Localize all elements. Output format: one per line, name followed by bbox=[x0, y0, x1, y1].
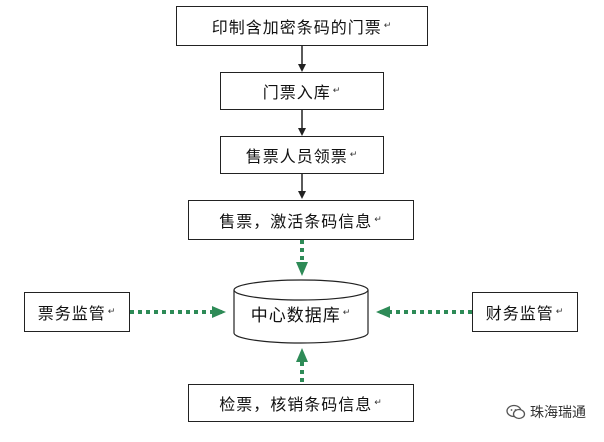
node-print-label: 印制含加密条码的门票 bbox=[211, 18, 382, 37]
node-database-label: 中心数据库 bbox=[250, 305, 341, 326]
watermark-text: 珠海瑞通 bbox=[530, 405, 586, 421]
node-finance-supervision: 财务监管↵ bbox=[472, 292, 578, 332]
node-collect-label: 售票人员领票 bbox=[245, 147, 348, 166]
paragraph-mark: ↵ bbox=[555, 307, 565, 317]
paragraph-mark: ↵ bbox=[342, 308, 352, 318]
node-ticket-stock: 门票入库↵ bbox=[220, 72, 384, 110]
wechat-icon bbox=[506, 404, 526, 420]
paragraph-mark: ↵ bbox=[349, 150, 359, 160]
node-finance-label: 财务监管 bbox=[485, 304, 554, 323]
node-stock-label: 门票入库 bbox=[262, 83, 331, 102]
node-sell-label: 售票，激活条码信息 bbox=[219, 212, 373, 231]
node-ticket-supervision: 票务监管↵ bbox=[24, 292, 130, 332]
node-sell-activate: 售票，激活条码信息↵ bbox=[188, 200, 414, 240]
watermark: 珠海瑞通 bbox=[506, 402, 586, 422]
node-check-label: 检票，核销条码信息 bbox=[219, 395, 373, 414]
node-collect-tickets: 售票人员领票↵ bbox=[220, 136, 384, 174]
paragraph-mark: ↵ bbox=[374, 398, 383, 408]
paragraph-mark: ↵ bbox=[332, 86, 342, 96]
paragraph-mark: ↵ bbox=[107, 307, 117, 317]
node-central-database: 中心数据库↵ bbox=[234, 298, 368, 328]
node-check-verify: 检票，核销条码信息↵ bbox=[188, 384, 414, 422]
paragraph-mark: ↵ bbox=[383, 21, 393, 31]
node-print-tickets: 印制含加密条码的门票↵ bbox=[176, 6, 428, 46]
paragraph-mark: ↵ bbox=[374, 215, 383, 225]
database-cylinder bbox=[233, 279, 369, 344]
node-supervise-label: 票务监管 bbox=[37, 304, 106, 323]
